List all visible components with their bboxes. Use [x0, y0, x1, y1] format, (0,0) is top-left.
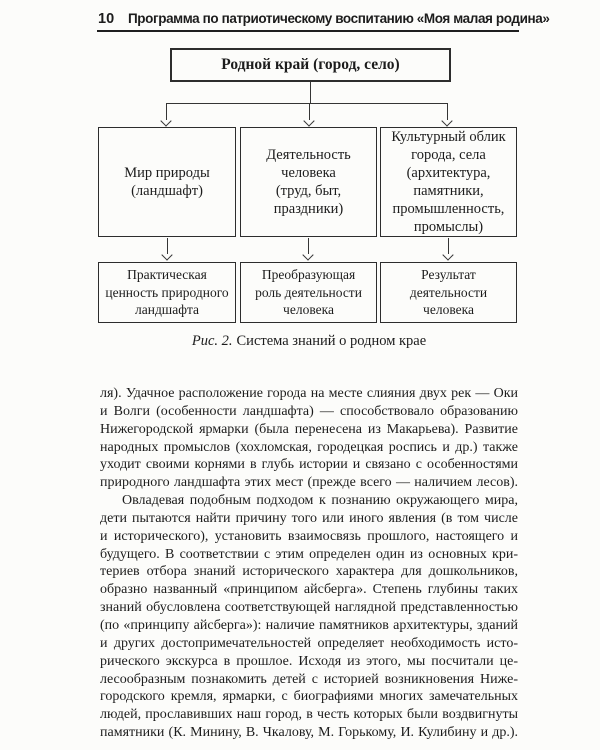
box-line: промышленность, — [392, 201, 505, 217]
arrow-down-icon — [302, 249, 314, 261]
text-line: лесообразным познакомить детей с историе… — [100, 671, 518, 687]
box-line: человека — [283, 302, 334, 318]
text-line: Нижегородской ярмарки (была перенесена и… — [100, 421, 518, 437]
box-line: (труд, быт, — [275, 183, 342, 199]
box-line: человека — [423, 302, 474, 318]
text-line: (по «принципу айсберга»): наличие памятн… — [100, 617, 518, 633]
text-line: териев отбора знаний исторического харак… — [100, 564, 518, 580]
figure-root-label: Родной край (город, село) — [221, 56, 400, 73]
figure-box-transforming-role: Преобразующая роль деятельности человека — [240, 262, 377, 323]
running-title: Программа по патриотическому воспитанию … — [128, 11, 550, 26]
text-line: дети пытаются найти причину того или ино… — [100, 510, 518, 526]
box-line: праздники) — [273, 201, 344, 217]
connector-stem-right — [448, 238, 450, 254]
text-line: Овладевая подобным подходом к познанию о… — [122, 493, 518, 509]
text-line: и других достопримечательностей определя… — [100, 635, 518, 651]
figure-root-box: Родной край (город, село) — [170, 48, 451, 82]
page-number: 10 — [98, 11, 115, 27]
text-line: и Волги (особенности ландшафта) — способ… — [100, 403, 518, 419]
box-line: Культурный облик — [391, 129, 506, 145]
body-text: ля). Удачное расположение города на мест… — [100, 385, 518, 742]
box-line: ценность природного — [105, 284, 229, 300]
figure-caption: Рис. 2.Система знаний о родном крае — [100, 333, 518, 350]
box-line: памятники, — [413, 183, 484, 199]
figure-box-culture: Культурный облик города, села (архитекту… — [380, 127, 517, 237]
arrow-down-icon — [442, 249, 454, 261]
running-head: 10 Программа по патриотическому воспитан… — [98, 11, 550, 27]
header-rule — [97, 30, 519, 32]
text-line: знаний обусловлена соответствующей нагля… — [100, 600, 518, 616]
box-line: Результат — [421, 267, 476, 283]
text-line: памятники (К. Минину, В. Чкалову, М. Гор… — [100, 725, 518, 741]
arrow-down-icon — [160, 115, 172, 127]
text-line: людей, прославивших наш город, в честь к… — [100, 707, 518, 723]
figure-caption-text: Система знаний о родном крае — [236, 333, 427, 349]
box-line: (архитектура, — [406, 165, 491, 181]
text-line: ля). Удачное расположение города на мест… — [100, 386, 518, 401]
connector-stem-middle — [309, 103, 311, 120]
box-line: ландшафта — [134, 302, 199, 318]
box-line: человека — [281, 165, 336, 181]
text-line: образно названный «принципом айсберга». … — [100, 582, 518, 598]
box-line: Деятельность — [266, 147, 351, 163]
box-line: Мир природы — [124, 165, 210, 181]
box-line: деятельности — [409, 284, 488, 300]
body-paragraph-2: Овладевая подобным подходом к познанию о… — [100, 492, 518, 742]
text-line: городского кремля, ярмарки, с биографиям… — [100, 689, 518, 705]
arrow-down-icon — [161, 249, 173, 261]
box-line: роль деятельности — [255, 284, 362, 300]
connector-stem-left — [166, 103, 168, 120]
box-line: Практическая — [127, 267, 207, 283]
box-line: промыслы) — [413, 219, 484, 235]
figure-box-activity: Деятельность человека (труд, быт, праздн… — [240, 127, 377, 237]
text-line: уходит своими корнями в глубь истории и … — [100, 457, 518, 473]
arrow-down-icon — [441, 115, 453, 127]
connector-trunk — [310, 82, 312, 103]
connector-stem-right — [447, 103, 449, 120]
figure-box-landscape-value: Практическая ценность природного ландшаф… — [98, 262, 236, 323]
text-line: и исторического), установить взаимосвязь… — [100, 528, 518, 544]
text-line: природного ландшафта этих мест (прежде в… — [100, 475, 518, 491]
figure-box-activity-result: Результат деятельности человека — [380, 262, 517, 323]
text-line: народных промыслов (хохломская, городецк… — [100, 439, 518, 455]
arrow-down-icon — [303, 115, 315, 127]
box-line: города, села — [411, 147, 486, 163]
figure-caption-label: Рис. 2. — [191, 333, 233, 349]
connector-stem-middle — [308, 238, 310, 254]
figure-box-nature: Мир природы (ландшафт) — [98, 127, 236, 237]
box-line: Преобразующая — [261, 267, 356, 283]
box-line: (ландшафт) — [131, 183, 203, 199]
connector-stem-left — [166, 238, 168, 254]
text-line: рического экскурса в прошлое. Исходя из … — [100, 653, 518, 669]
body-paragraph-1: ля). Удачное расположение города на мест… — [100, 385, 518, 492]
text-line: будущего. В соответствии с этим определе… — [100, 546, 518, 562]
connector-distributor — [166, 103, 448, 105]
